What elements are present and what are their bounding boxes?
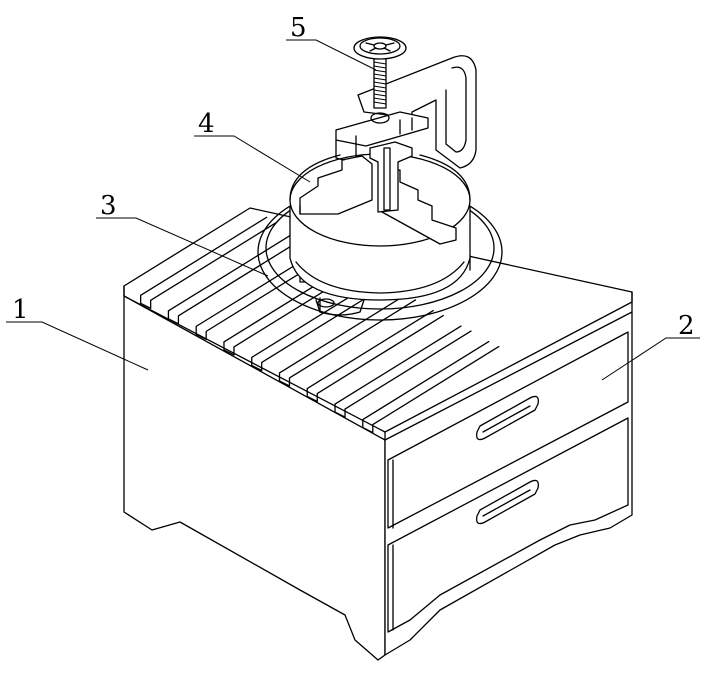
leader-1 [6,321,149,371]
leader-2 [601,337,700,381]
clamp-assembly [335,36,477,169]
screw-thread [373,81,387,85]
chuck [289,141,471,316]
screw-thread [373,85,387,89]
t-slot [167,232,306,325]
chuck-jaw-right [381,169,457,245]
screw-thread [373,101,387,105]
screw-thread [373,61,387,65]
t-slot [306,309,444,403]
cabinet-right-face [384,311,633,656]
clamp-screw [373,57,387,109]
handwheel[interactable] [353,36,407,60]
screw-thread [373,73,387,77]
t-slot [278,294,417,387]
label-1: 1 [12,295,29,325]
screw-thread [373,97,387,101]
screw-thread [373,77,387,81]
label-3: 3 [100,191,117,221]
screw-thread [373,65,387,69]
label-2: 2 [678,311,695,341]
screw-thread [373,93,387,97]
label-4: 4 [198,109,215,139]
t-slot [140,216,278,309]
drawer-lower [387,417,629,633]
leaders [6,39,700,381]
screw-thread [373,69,387,73]
leader-3 [96,217,269,277]
label-5: 5 [290,13,307,43]
leader-5 [286,39,377,71]
drawers [387,331,629,633]
drawer-handle-upper[interactable] [476,395,539,441]
leader-4 [194,135,311,183]
drawer-upper [387,331,629,529]
drawer-handle-lower[interactable] [476,479,539,525]
pressing-pad [335,111,429,147]
screw-thread [373,89,387,93]
t-slot-table [140,216,500,434]
t-slot [362,340,500,434]
t-slot [334,325,472,418]
chuck-jaw-rear [369,141,413,213]
